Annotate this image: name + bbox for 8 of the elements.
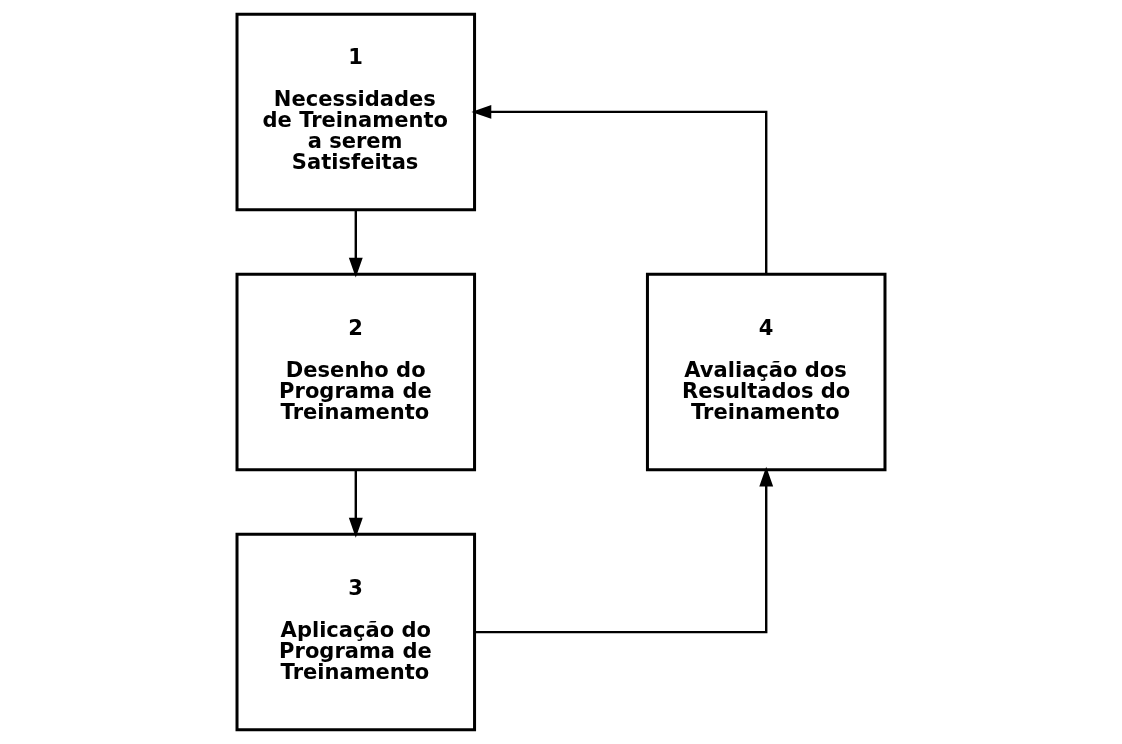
arrow: [348, 470, 363, 538]
arrow: [471, 104, 768, 274]
arrow: [348, 210, 363, 278]
node-box: 1 Necessidades de Treinamento a serem Satisfeitas: [235, 12, 477, 212]
node-box: 3 Aplicação do Programa de Treinamento: [235, 532, 477, 732]
arrow: [475, 466, 774, 634]
node-box: 4 Avaliação dos Resultados do Treinamento: [645, 272, 887, 472]
node-box: 2 Desenho do Programa de Treinamento: [235, 272, 477, 472]
